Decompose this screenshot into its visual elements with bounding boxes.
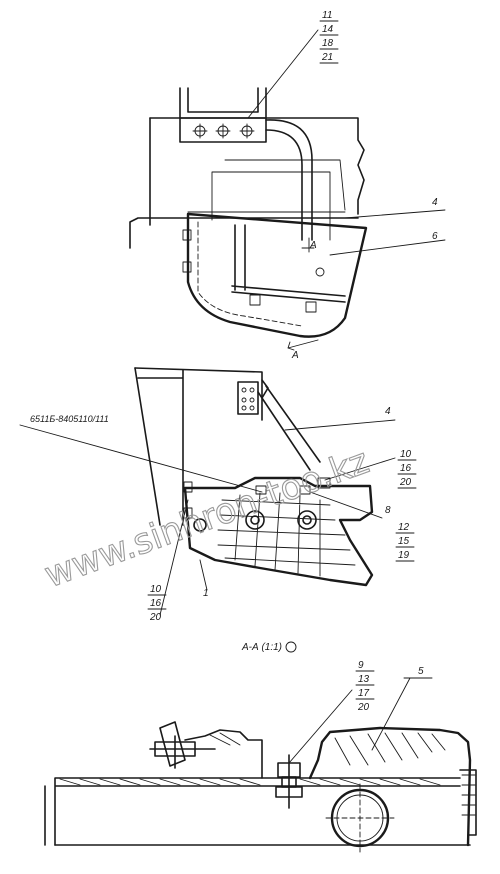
inner-frame bbox=[211, 159, 346, 241]
side-guard-bosses bbox=[193, 510, 317, 532]
label-4-top: 4 bbox=[432, 197, 438, 208]
horizontal-bar bbox=[129, 217, 359, 249]
section-arrow-lower bbox=[287, 339, 319, 351]
top-view: 11 14 18 21 4 6 A A bbox=[129, 10, 446, 361]
plate-bolts bbox=[192, 123, 255, 139]
callout-16-right: 16 bbox=[400, 463, 412, 474]
section-left-bolt bbox=[149, 721, 216, 769]
section-tube-centerlines bbox=[325, 783, 395, 853]
section-right-profile bbox=[308, 726, 472, 847]
section-round-tube bbox=[330, 788, 390, 848]
section-left-profile bbox=[184, 729, 263, 779]
callout-14: 14 bbox=[322, 24, 334, 35]
callout-9: 9 bbox=[358, 660, 364, 671]
section-center-bolt bbox=[275, 754, 303, 809]
callout-15: 15 bbox=[398, 536, 410, 547]
callout-12: 12 bbox=[398, 522, 410, 533]
side-guard-body bbox=[183, 476, 374, 587]
leader-5 bbox=[371, 677, 411, 751]
section-title: А-А (1:1) bbox=[241, 642, 282, 653]
section-base-plate bbox=[44, 777, 461, 846]
label-4-side: 4 bbox=[385, 406, 391, 417]
callout-10-left: 10 bbox=[150, 584, 162, 595]
leader-9 bbox=[288, 689, 353, 764]
leader-4-top bbox=[344, 209, 446, 219]
label-5: 5 bbox=[418, 666, 424, 677]
section-arrow-upper bbox=[301, 237, 315, 253]
side-clamps bbox=[183, 477, 331, 519]
label-1: 1 bbox=[203, 588, 209, 599]
side-panel-top bbox=[134, 367, 269, 399]
section-base-hatch bbox=[59, 778, 441, 786]
callout-13: 13 bbox=[358, 674, 370, 685]
leader-11 bbox=[247, 29, 319, 119]
callout-11: 11 bbox=[322, 10, 332, 21]
mount-bracket bbox=[179, 87, 267, 119]
callout-20-section: 20 bbox=[357, 702, 370, 713]
label-8: 8 bbox=[385, 505, 391, 516]
section-title-circle bbox=[285, 641, 297, 653]
section-right-hatch bbox=[334, 732, 446, 766]
top-panel-outline bbox=[149, 117, 365, 215]
leader-1 bbox=[199, 559, 208, 591]
side-view: 6511Б-8405110/111 4 10 16 20 8 12 15 19 … bbox=[19, 367, 417, 623]
section-view: А-А (1:1) bbox=[44, 641, 477, 853]
callout-10-right: 10 bbox=[400, 449, 412, 460]
callout-19: 19 bbox=[398, 550, 410, 561]
guard-inner-dashed bbox=[197, 221, 303, 327]
leader-10-right bbox=[324, 457, 396, 481]
side-plate bbox=[237, 381, 259, 415]
leader-8 bbox=[309, 491, 383, 519]
guard-body bbox=[186, 212, 368, 338]
leader-part-number bbox=[19, 424, 263, 493]
section-mark-upper: A bbox=[309, 240, 317, 251]
side-tube bbox=[257, 385, 321, 471]
leader-4-side bbox=[284, 419, 396, 431]
leader-6 bbox=[329, 239, 446, 256]
watermark: www.sinhron-too.kz bbox=[40, 441, 375, 595]
callout-16-left: 16 bbox=[150, 598, 162, 609]
callout-20-left: 20 bbox=[149, 612, 162, 623]
guard-clamps bbox=[182, 229, 325, 313]
callout-20-right: 20 bbox=[399, 477, 412, 488]
label-6: 6 bbox=[432, 231, 438, 242]
section-mark-lower: A bbox=[291, 350, 299, 361]
side-guard-grid bbox=[217, 492, 356, 577]
side-panel-left-edge bbox=[134, 367, 161, 526]
guard-internal-frame bbox=[231, 224, 346, 303]
part-number-label: 6511Б-8405110/111 bbox=[30, 414, 109, 424]
callout-18: 18 bbox=[322, 38, 334, 49]
callout-17: 17 bbox=[358, 688, 370, 699]
leader-10-left bbox=[159, 499, 189, 616]
callout-21: 21 bbox=[321, 52, 333, 63]
